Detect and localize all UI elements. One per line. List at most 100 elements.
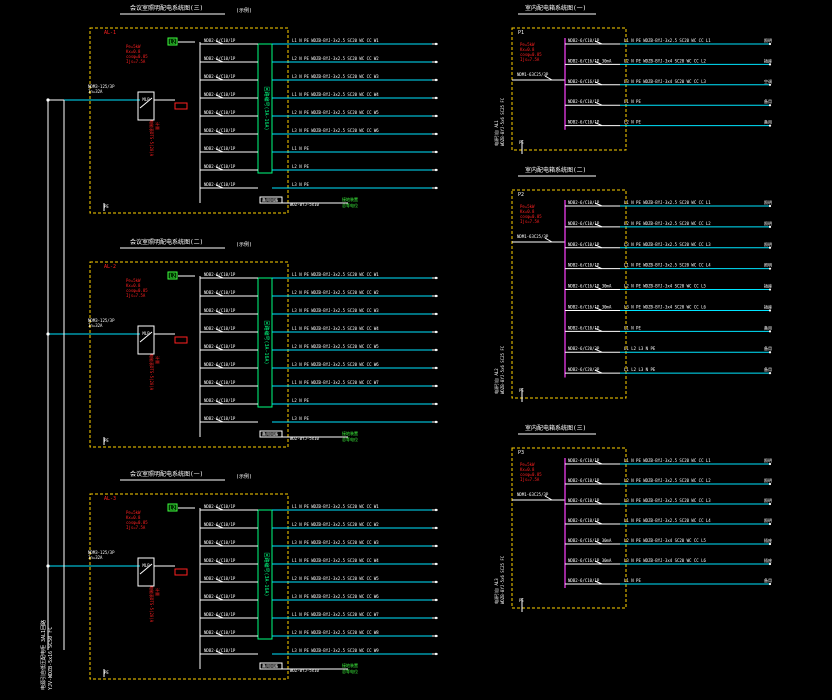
- incoming-breaker-blade: [544, 495, 553, 501]
- branch-breaker-blade: [215, 148, 224, 153]
- panel-title: 室内配电箱系统图(二): [525, 166, 586, 174]
- branch-breaker: NDB2-6/C10/1P: [204, 398, 236, 403]
- branch-breaker: NDB2-6/C10/1P: [204, 182, 236, 187]
- branch-breaker-blade: [594, 327, 603, 332]
- branch-end-label: 照明: [764, 498, 772, 503]
- branch-end-dot: [768, 63, 772, 66]
- bus-label: 回路编号(3A-16A): [263, 320, 270, 364]
- branch-cable-label: L2 N PE WDZB-BYJ-3x4 SC20 WC CC L2: [624, 58, 706, 63]
- branch-end-dot: [768, 288, 772, 291]
- panel-note: (示例): [236, 7, 252, 14]
- branch-breaker: NDB2-6/C10/1P: [568, 221, 600, 226]
- feeder-label: 电源引自 AL1: [493, 120, 499, 146]
- panel-param: Kx=0.8: [126, 49, 141, 54]
- branch-breaker-blade: [594, 560, 603, 565]
- branch-end-dot: [434, 294, 438, 298]
- feeder-label: WDZB-BYJ-5x6 SC25 FC: [500, 555, 505, 604]
- branch-cable-label: L1 N PE WDZB-BYJ-3x2.5 SC20 WC CC L1: [624, 200, 711, 205]
- branch-end-dot: [768, 246, 772, 249]
- branch-cable-label: L2 N PE WDZB-BYJ-3x4 SC20 WC CC L5: [624, 538, 706, 543]
- branch-breaker-blade: [594, 520, 603, 525]
- branch-cable-label: L1 N PE WDZB-BYJ-3x2.5 SC20 WC CC L1: [624, 38, 711, 43]
- panel-title: 会议室照明配电系统图(一): [130, 470, 203, 478]
- branch-breaker: NDB2-6/C10/1P: [568, 263, 600, 268]
- bottom-cable: WDZ-BYJ-5x10: [290, 668, 319, 673]
- branch-breaker-blade: [594, 480, 603, 485]
- earth-tag: PE: [519, 140, 524, 145]
- branch-end-dot: [434, 616, 438, 620]
- earth-tag: PE: [519, 388, 524, 393]
- branch-end-label: 照明: [764, 200, 772, 205]
- branch-breaker-blade: [215, 94, 224, 99]
- spare-label: 备用回路: [262, 663, 278, 669]
- branch-breaker-blade: [215, 58, 224, 63]
- incoming-rating: In=32A: [88, 555, 103, 560]
- branch-end-label: 插座: [764, 57, 772, 63]
- energy-meter: [174, 102, 188, 110]
- branch-end-dot: [434, 402, 438, 406]
- spare-label: 备用回路: [262, 431, 278, 437]
- branch-cable-label: L1 N PE: [624, 99, 641, 104]
- meter-id: L2: [169, 506, 175, 512]
- panel-param: cosφ=0.85: [520, 214, 542, 219]
- branch-breaker: NDB2-6/C16/1P 30mA: [568, 538, 612, 543]
- branch-breaker-blade: [215, 614, 224, 619]
- branch-cable-label: L3 N PE WDZB-BYJ-3x2.5 SC20 WC CC W9: [292, 648, 379, 653]
- branch-breaker-blade: [215, 184, 224, 189]
- branch-cable-label: L2 N PE: [292, 164, 309, 169]
- branch-cable-label: L3 N PE WDZB-BYJ-3x4 SC20 WC CC L3: [624, 79, 706, 84]
- earthing-label: 总等电位: [342, 668, 358, 674]
- panel-enclosure: [511, 447, 627, 609]
- branch-breaker: NDB2-6/C10/1P: [204, 540, 236, 545]
- feeder-label: 电源引自 AL3: [493, 578, 499, 604]
- branch-cable-label: L1 N PE WDZB-BYJ-3x2.5 SC20 WC CC L4: [624, 263, 711, 268]
- branch-breaker-blade: [215, 274, 224, 279]
- panel-title: 室内配电箱系统图(三): [525, 424, 586, 432]
- branch-cable-label: L2 N PE: [292, 398, 309, 403]
- branch-breaker: NDB2-6/C10/1P: [204, 74, 236, 79]
- branch-breaker: NDB2-6/C10/1P: [204, 326, 236, 331]
- branch-end-dot: [434, 42, 438, 46]
- branch-cable-label: L2 N PE WDZB-BYJ-3x2.5 SC20 WC CC W5: [292, 576, 379, 581]
- branch-cable-label: L1 N PE WDZB-BYJ-3x2.5 SC20 WC CC W7: [292, 612, 379, 617]
- branch-end-label: 备用: [764, 577, 772, 583]
- branch-breaker-blade: [594, 265, 603, 270]
- branch-breaker-blade: [594, 286, 603, 291]
- box-id: AL-3: [104, 496, 116, 502]
- energy-meter: [174, 336, 188, 344]
- branch-breaker-blade: [215, 596, 224, 601]
- panel-param: Pe=5kW: [520, 204, 535, 209]
- earth-tag: PE: [519, 598, 524, 603]
- branch-end-dot: [434, 168, 438, 172]
- branch-breaker: NDB2-6/C10/1P: [568, 99, 600, 104]
- branch-cable-label: L3 N PE WDZB-BYJ-3x2.5 SC20 WC CC W3: [292, 74, 379, 79]
- meter-note: 电能表DTS-5(20)A: [149, 354, 155, 391]
- branch-end-dot: [434, 384, 438, 388]
- panel-param: Kx=0.8: [520, 209, 535, 214]
- branch-cable-label: L1 N PE WDZB-BYJ-3x2.5 SC20 WC CC W7: [292, 380, 379, 385]
- meter-note: 电能表DTS-5(20)A: [149, 586, 155, 623]
- branch-breaker: NDB2-6/C20/3P: [568, 367, 600, 372]
- branch-breaker-blade: [215, 364, 224, 369]
- branch-breaker-blade: [594, 244, 603, 249]
- earth-tag: PE: [104, 670, 109, 675]
- branch-end-dot: [768, 351, 772, 354]
- box-id: AL-2: [104, 264, 116, 270]
- branch-breaker: NDB2-6/C10/1P: [204, 504, 236, 509]
- branch-end-dot: [768, 104, 772, 107]
- branch-breaker: NDB2-6/C10/1P: [568, 325, 600, 330]
- main-feeder-label: YJV-WDZB-5x16 SC50 FC: [48, 627, 54, 690]
- branch-breaker: NDB2-6/C10/1P: [204, 110, 236, 115]
- branch-breaker-blade: [215, 632, 224, 637]
- branch-end-label: 照明: [764, 242, 772, 247]
- branch-end-dot: [434, 114, 438, 118]
- panel-param: cosφ=0.85: [126, 520, 148, 525]
- branch-cable-label: L2 N PE WDZB-BYJ-3x2.5 SC20 WC CC W8: [292, 630, 379, 635]
- branch-cable-label: L1 N PE WDZB-BYJ-3x2.5 SC20 WC CC W4: [292, 92, 379, 97]
- feeder-label: WDZB-BYJ-5x6 SC25 FC: [500, 97, 505, 146]
- panel-param: cosφ=0.85: [126, 288, 148, 293]
- branch-end-dot: [434, 78, 438, 82]
- branch-breaker: NDB2-6/C10/1P: [204, 344, 236, 349]
- meter-id-box: [167, 37, 178, 46]
- branch-end-dot: [768, 225, 772, 228]
